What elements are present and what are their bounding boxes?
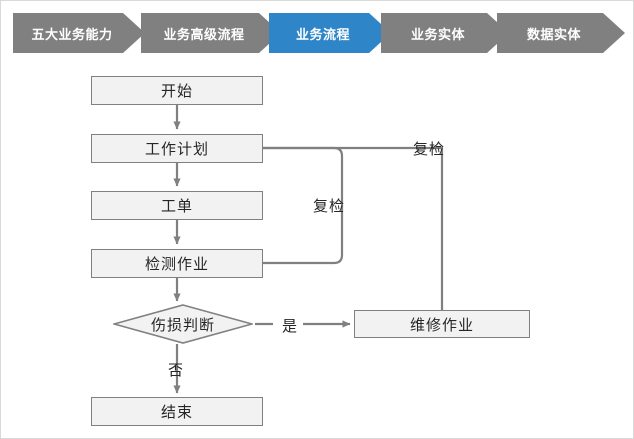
breadcrumb-item-2-label: 业务高级流程	[163, 27, 245, 43]
diamond-shape-icon	[113, 304, 253, 344]
node-end-label: 结束	[160, 403, 193, 421]
breadcrumb-item-3-label: 业务流程	[295, 27, 350, 43]
node-inspection-task-label: 检测作业	[144, 255, 209, 273]
edge-label-recheck-outer: 复检	[413, 140, 446, 158]
node-inspection-task[interactable]: 检测作业	[91, 249, 263, 278]
node-repair-task-label: 维修作业	[409, 315, 474, 334]
breadcrumb-item-3-active[interactable]: 业务流程	[269, 13, 391, 53]
node-damage-decision-label: 伤损判断	[150, 315, 215, 334]
breadcrumb-item-2[interactable]: 业务高级流程	[141, 13, 281, 53]
node-start[interactable]: 开始	[91, 76, 263, 105]
breadcrumb-item-5-label: 数据实体	[526, 27, 581, 43]
breadcrumb-item-1-label: 五大业务能力	[31, 27, 113, 43]
edge-label-no: 否	[168, 361, 185, 379]
node-start-label: 开始	[160, 82, 193, 100]
node-work-plan[interactable]: 工作计划	[91, 134, 263, 163]
edge-label-yes: 是	[282, 317, 299, 335]
edge-label-recheck-inner: 复检	[313, 197, 346, 215]
node-work-order[interactable]: 工单	[91, 191, 263, 220]
breadcrumb-item-4-label: 业务实体	[410, 27, 465, 43]
breadcrumb: 五大业务能力 业务高级流程 业务流程 业务实体 数据实体	[1, 13, 634, 53]
breadcrumb-item-5[interactable]: 数据实体	[497, 13, 625, 53]
node-repair-task[interactable]: 维修作业	[354, 310, 530, 338]
node-damage-decision[interactable]: 伤损判断	[113, 304, 253, 344]
breadcrumb-item-1[interactable]: 五大业务能力	[13, 13, 145, 53]
breadcrumb-item-4[interactable]: 业务实体	[381, 13, 509, 53]
node-end[interactable]: 结束	[91, 397, 263, 426]
node-work-plan-label: 工作计划	[144, 140, 209, 158]
node-work-order-label: 工单	[160, 197, 193, 215]
